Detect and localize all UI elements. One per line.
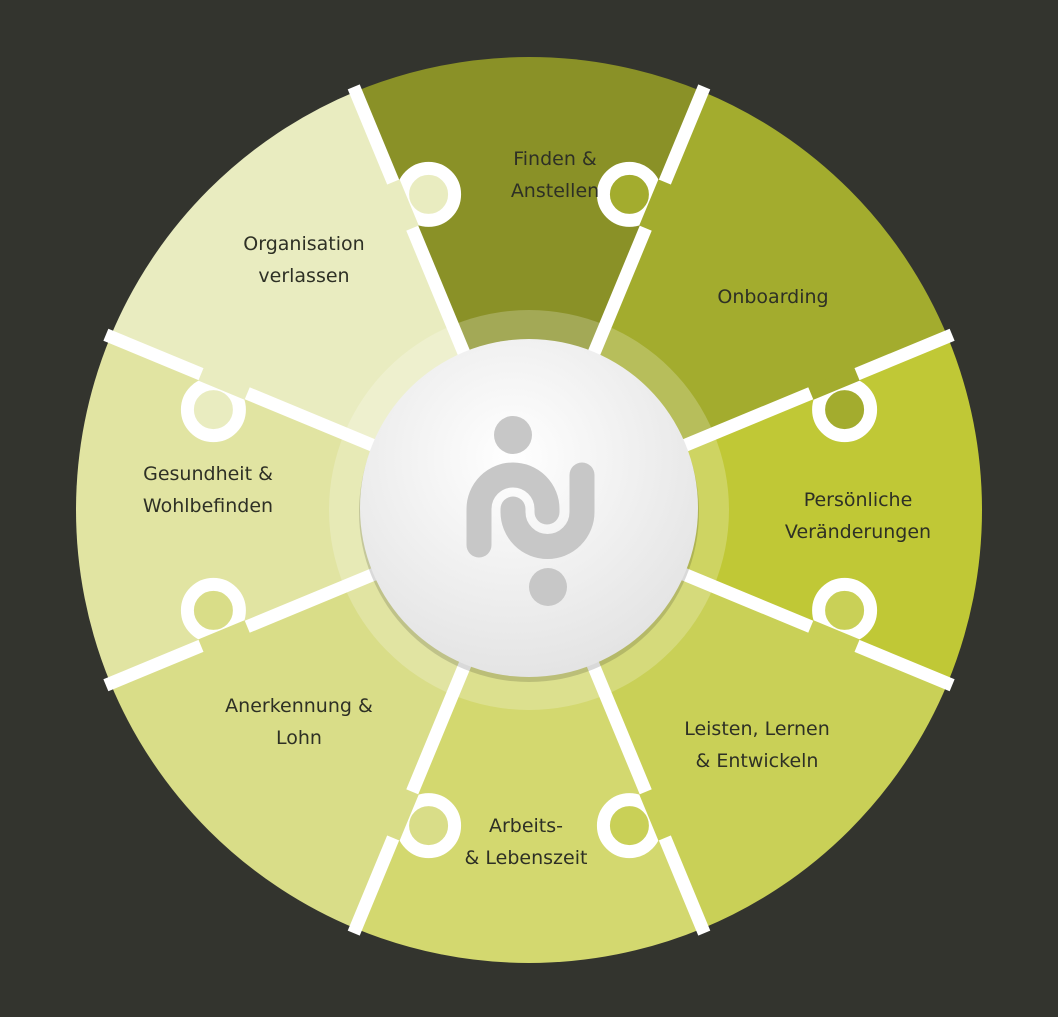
knob-neck	[639, 179, 672, 231]
seam-line	[103, 328, 393, 459]
segment-label-line: Anerkennung &	[225, 695, 373, 717]
segment-label-line: Leisten, Lernen	[684, 718, 830, 740]
segment-label: Organisation verlassen	[194, 228, 414, 292]
seam-line	[665, 561, 955, 692]
segment-label-line: Finden &	[513, 148, 597, 170]
segment-label: Finden & Anstellen	[445, 143, 665, 207]
knob-neck	[198, 367, 250, 400]
seam-line	[580, 84, 711, 374]
segment-label-line: Wohlbefinden	[142, 495, 274, 517]
segment-label-line: verlassen	[258, 265, 350, 287]
segment-label-line: Arbeits-	[488, 815, 564, 837]
seam-line	[103, 561, 393, 692]
seam-line	[347, 646, 478, 936]
segment-label-line: Persönliche	[803, 489, 913, 511]
knob-neck	[808, 620, 860, 653]
center-disc	[360, 339, 698, 677]
segment-label-line: & Entwickeln	[695, 750, 819, 772]
knob-neck	[808, 367, 860, 400]
knob-neck	[198, 620, 250, 653]
seam-line	[347, 84, 478, 374]
segment-label-line: Gesundheit &	[143, 463, 273, 485]
segment-label-line: & Lebenszeit	[464, 847, 588, 869]
knob-neck	[386, 179, 419, 231]
seam-line	[580, 646, 711, 936]
segment-label-line: Onboarding	[717, 286, 829, 308]
segment-label-line: Anstellen	[510, 180, 600, 202]
segment-label: Onboarding	[663, 281, 883, 313]
people-puzzle-logo	[466, 416, 595, 606]
segment-label: Gesundheit & Wohlbefinden	[98, 458, 318, 522]
segment-label-line: Veränderungen	[784, 521, 932, 543]
segment-label-line: Organisation	[243, 233, 365, 255]
knob-neck	[386, 789, 419, 841]
segment-label: Arbeits- & Lebenszeit	[416, 810, 636, 874]
knob-neck	[639, 789, 672, 841]
seam-line	[665, 328, 955, 459]
segment-label-line: Lohn	[276, 727, 322, 749]
segment-label: Leisten, Lernen & Entwickeln	[647, 713, 867, 777]
segment-label: Anerkennung & Lohn	[189, 690, 409, 754]
